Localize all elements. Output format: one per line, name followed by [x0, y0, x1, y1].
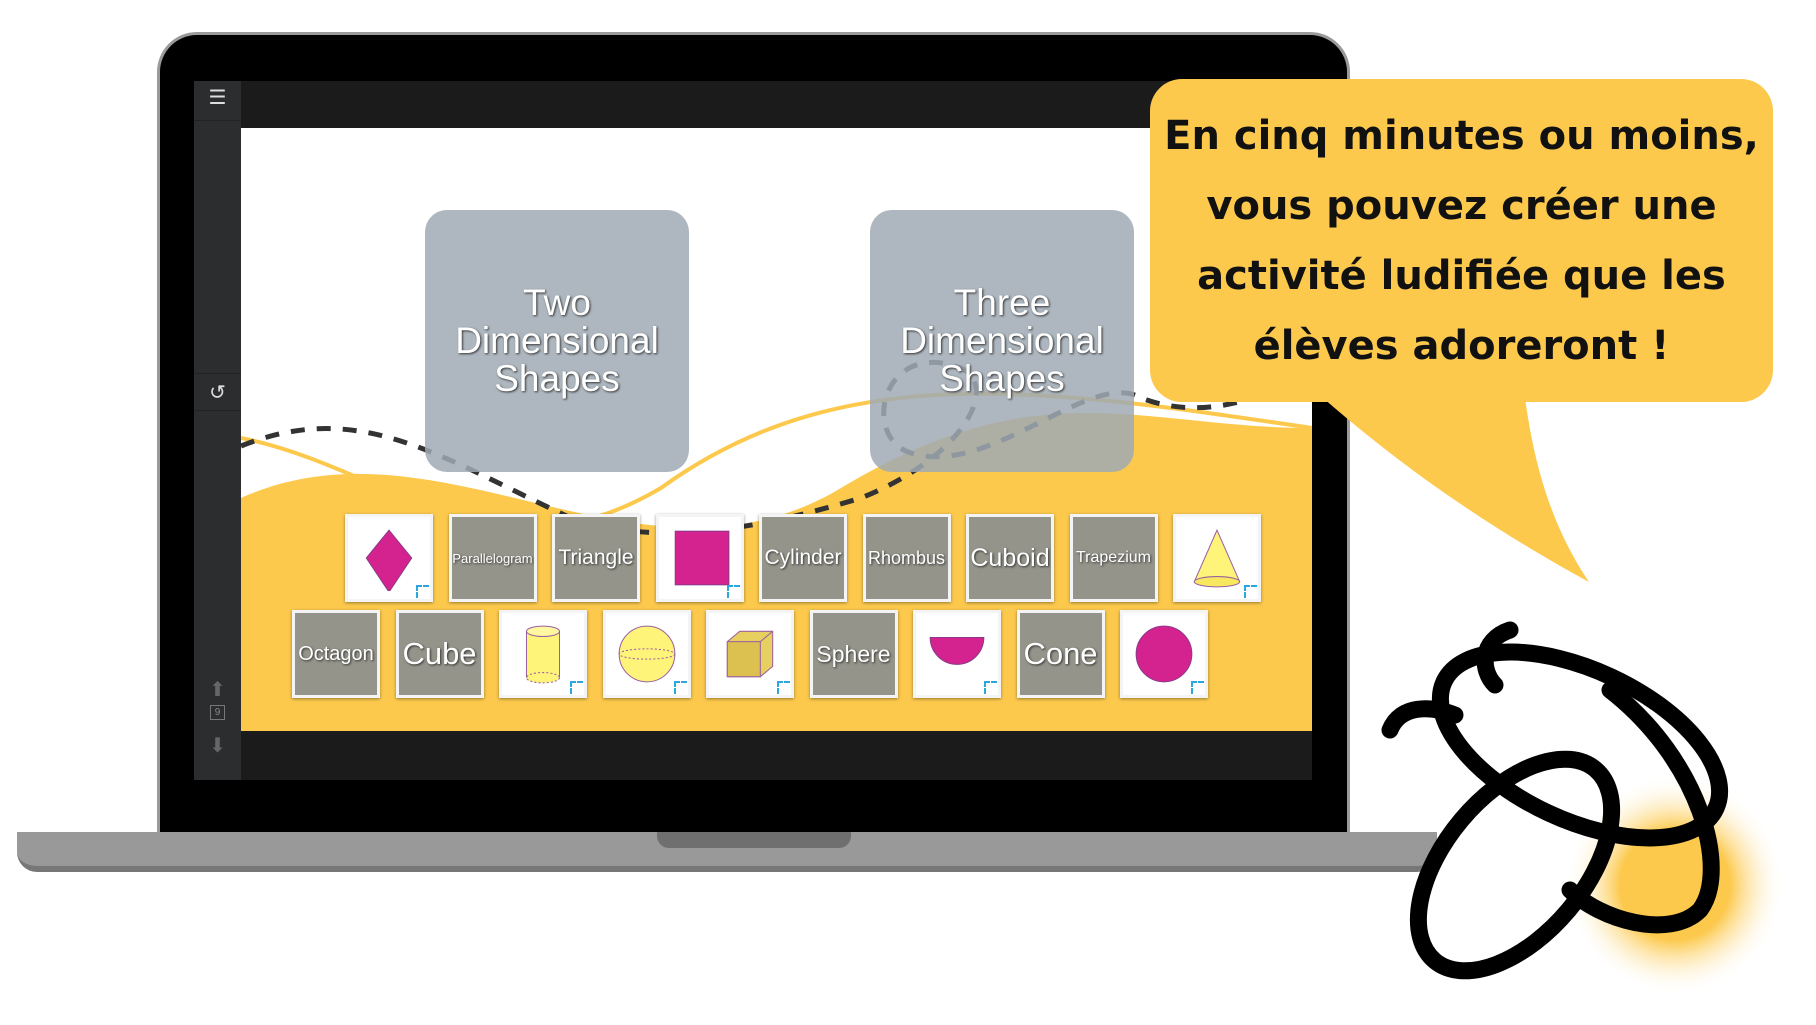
tile-label: Cube	[402, 636, 477, 671]
bee-logo-icon	[1381, 621, 1785, 995]
tile-label: Cone	[1023, 636, 1098, 671]
image-tile-kite[interactable]	[345, 514, 433, 602]
reset-icon[interactable]: ↺	[194, 373, 241, 411]
bubble-line: vous pouvez créer une	[1206, 182, 1717, 229]
top-bar	[241, 81, 1312, 128]
laptop-notch	[657, 832, 851, 848]
tile-label: Cylinder	[764, 546, 842, 569]
page-indicator: 9	[194, 705, 241, 720]
tile-label: Cuboid	[970, 543, 1050, 572]
cone-icon	[1193, 528, 1241, 588]
image-tile-square[interactable]	[655, 514, 744, 602]
bottom-bar	[241, 731, 1312, 780]
tile-label: Octagon	[298, 642, 374, 665]
speech-bubble-tail	[1314, 390, 1589, 582]
resize-corner-icon[interactable]	[1191, 681, 1205, 695]
semicircle-icon	[929, 636, 985, 665]
bubble-line: En cinq minutes ou moins,	[1164, 112, 1759, 159]
resize-corner-icon[interactable]	[1244, 585, 1258, 599]
resize-corner-icon[interactable]	[570, 681, 584, 695]
cylinder-icon	[525, 625, 561, 684]
category-3d-shapes[interactable]: Three Dimensional Shapes	[870, 210, 1134, 472]
hamburger-icon[interactable]: ☰	[194, 85, 241, 121]
image-tile-cube[interactable]	[706, 610, 794, 698]
resize-corner-icon[interactable]	[416, 585, 430, 599]
resize-corner-icon[interactable]	[673, 681, 688, 695]
square-icon	[674, 530, 729, 586]
word-tile[interactable]: Cone	[1016, 610, 1105, 698]
image-tile-cone[interactable]	[1173, 514, 1261, 602]
tile-label: Sphere	[816, 640, 891, 667]
resize-corner-icon[interactable]	[777, 681, 791, 695]
resize-corner-icon[interactable]	[984, 681, 998, 695]
kite-icon	[365, 529, 413, 591]
word-tile[interactable]: Octagon	[292, 610, 380, 698]
image-tile-cylinder[interactable]	[499, 610, 587, 698]
tile-label: Trapezium	[1076, 549, 1151, 566]
game-canvas: Two Dimensional Shapes Three Dimensional…	[241, 128, 1312, 731]
tile-label: Triangle	[558, 546, 634, 569]
word-tile[interactable]: Triangle	[552, 514, 640, 602]
sidebar: ☰ ↺ ⬆ 9 ⬇	[194, 81, 241, 780]
arrow-down-icon[interactable]: ⬇	[209, 735, 226, 757]
image-tile-semicircle[interactable]	[913, 610, 1001, 698]
word-tile[interactable]: Rhombus	[862, 514, 951, 602]
speech-bubble: En cinq minutes ou moins, vous pouvez cr…	[1150, 79, 1773, 402]
cube-icon	[726, 630, 774, 678]
word-tile[interactable]: Trapezium	[1069, 514, 1158, 602]
page-number: 9	[209, 705, 226, 720]
bubble-line: élèves adoreront !	[1253, 322, 1670, 369]
circle-icon	[1135, 625, 1193, 683]
image-tile-sphere[interactable]	[602, 610, 691, 698]
bubble-line: activité ludifiée que les	[1197, 252, 1726, 299]
word-tile[interactable]: Sphere	[809, 610, 898, 698]
arrow-up-icon[interactable]: ⬆	[209, 679, 226, 701]
word-tile[interactable]: Cube	[395, 610, 484, 698]
tile-label: Rhombus	[867, 547, 946, 568]
word-tile[interactable]: Parallelogram	[448, 514, 537, 602]
sphere-icon	[618, 625, 675, 683]
image-tile-circle[interactable]	[1120, 610, 1208, 698]
word-tile[interactable]: Cuboid	[966, 514, 1054, 602]
category-2d-shapes[interactable]: Two Dimensional Shapes	[425, 210, 689, 472]
word-tile[interactable]: Cylinder	[759, 514, 847, 602]
tile-label: Parallelogram	[452, 550, 533, 566]
resize-corner-icon[interactable]	[726, 585, 741, 599]
